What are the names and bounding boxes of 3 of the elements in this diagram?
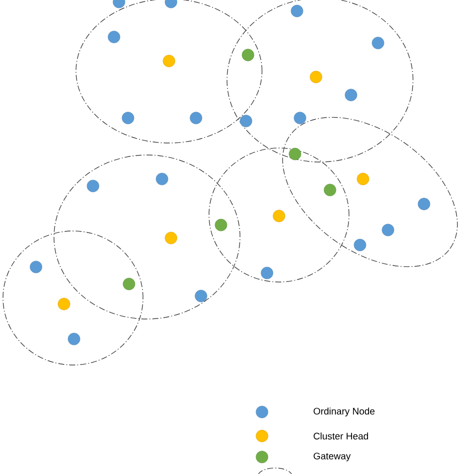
legend-label: Ordinary Node (314, 408, 375, 416)
legend-label: Cluster Head (314, 432, 368, 440)
legend-label: Gateway (314, 452, 351, 462)
